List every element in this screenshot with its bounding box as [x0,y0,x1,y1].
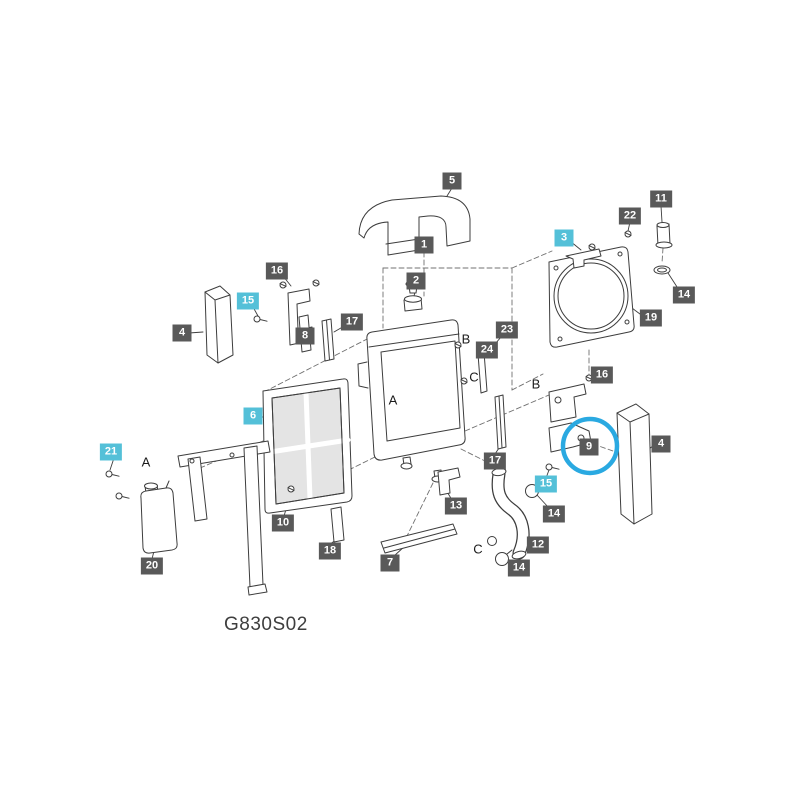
part-strip-18 [330,506,345,543]
part-label-8[interactable]: 8 [295,327,315,345]
part-label-12[interactable]: 12 [526,536,550,554]
part-label-18[interactable]: 18 [318,542,342,560]
diagram-code: G830S02 [224,614,308,635]
part-bolts-21 [105,470,130,500]
part-side-post-left-4 [204,285,234,364]
part-label-4[interactable]: 4 [651,435,671,453]
part-bolt-22 [624,230,632,238]
part-label-23[interactable]: 23 [495,321,519,339]
part-label-22[interactable]: 22 [618,207,642,225]
part-label-21[interactable]: 21 [99,443,123,461]
part-lower-bar-7 [380,523,497,554]
part-oring-14 [653,265,671,275]
part-label-9[interactable]: 9 [579,438,599,456]
part-label-3[interactable]: 3 [554,229,574,247]
part-9-highlight-circle[interactable] [560,416,620,476]
part-grille-6 [262,378,353,514]
part-label-17[interactable]: 17 [340,313,364,331]
part-bolt-15-upper [253,315,268,323]
part-label-24[interactable]: 24 [475,341,499,359]
part-strip-17-right [494,394,507,450]
part-shroud-bracket-3 [565,243,602,269]
part-label-13[interactable]: 13 [444,497,468,515]
part-label-6[interactable]: 6 [243,407,263,425]
part-label-16[interactable]: 16 [590,366,614,384]
part-label-10[interactable]: 10 [271,514,295,532]
part-label-7[interactable]: 7 [380,554,400,572]
part-label-19[interactable]: 19 [639,309,663,327]
part-bracket-b-16 [548,374,593,423]
part-hose-12 [491,467,530,560]
part-label-4[interactable]: 4 [172,324,192,342]
part-label-20[interactable]: 20 [140,557,164,575]
part-label-15[interactable]: 15 [236,292,260,310]
part-label-1[interactable]: 1 [414,236,434,254]
part-radiator [357,295,466,483]
part-label-14[interactable]: 14 [672,286,696,304]
part-bracket-13 [437,467,461,496]
part-reserve-tank-20 [140,480,178,554]
part-top-cover [358,195,471,256]
part-label-15[interactable]: 15 [534,475,558,493]
part-label-5[interactable]: 5 [442,172,462,190]
part-label-17[interactable]: 17 [483,452,507,470]
part-label-11[interactable]: 11 [650,190,672,208]
part-side-post-right-4 [616,403,653,525]
part-strip-17-left [321,318,335,362]
part-label-16[interactable]: 16 [265,262,289,280]
part-fan-shroud [548,246,635,348]
part-clamp-14-lower [495,549,513,566]
part-bolt-15-lower [545,463,560,471]
part-label-2[interactable]: 2 [406,272,426,290]
part-label-14[interactable]: 14 [542,505,566,523]
part-label-14[interactable]: 14 [507,559,531,577]
part-stand-10 [177,440,295,596]
part-inlet-pipe-11 [655,222,673,249]
